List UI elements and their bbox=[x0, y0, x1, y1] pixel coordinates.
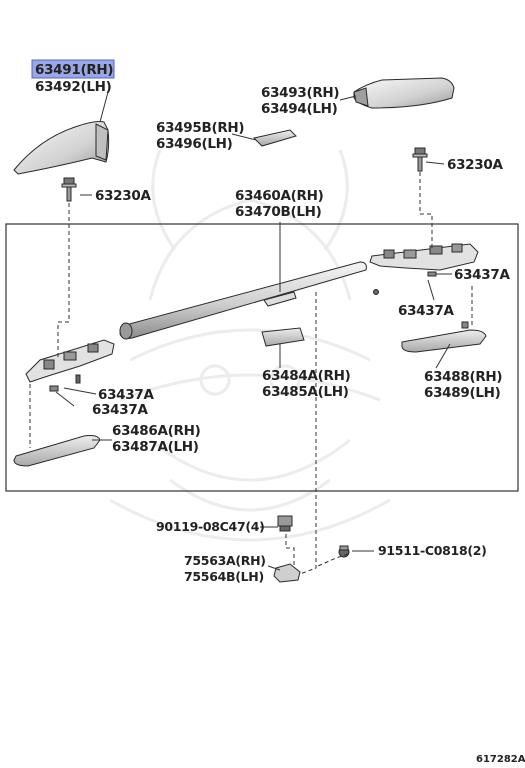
label-rail-rh[interactable]: 63460A(RH) bbox=[235, 188, 324, 204]
label-pad-center-rh[interactable]: 63484A(RH) bbox=[262, 368, 351, 384]
label-clip-right-lower[interactable]: 63437A bbox=[398, 303, 455, 319]
label-nut[interactable]: 90119-08C47(4) bbox=[156, 519, 265, 534]
label-clip-left-upper[interactable]: 63437A bbox=[98, 387, 155, 403]
rear-cover-part bbox=[13, 121, 110, 175]
bolt-right-part bbox=[412, 147, 428, 172]
label-pad-right-rh[interactable]: 63488(RH) bbox=[424, 369, 503, 385]
rear-pad-part bbox=[401, 329, 487, 353]
callout-labels: 63491(RH) 63492(LH) 63493(RH) 63494(LH) … bbox=[35, 62, 511, 584]
front-base-bracket-part bbox=[25, 339, 115, 384]
label-cover-front-rh[interactable]: 63493(RH) bbox=[261, 85, 340, 101]
assembly-frame bbox=[5, 223, 519, 492]
bottom-clip-part bbox=[338, 545, 350, 558]
leader-lines bbox=[55, 91, 452, 571]
end-cap-part bbox=[253, 129, 297, 147]
nut-part bbox=[277, 515, 293, 532]
front-cover-part bbox=[353, 77, 455, 109]
center-pad-part bbox=[261, 327, 305, 347]
label-cap-rh[interactable]: 63495B(RH) bbox=[156, 120, 245, 136]
selected-part-highlight bbox=[31, 59, 115, 79]
label-cover-front-lh[interactable]: 63494(LH) bbox=[261, 101, 338, 117]
diagram-code: 617282A bbox=[476, 754, 525, 765]
label-rail-lh[interactable]: 63470B(LH) bbox=[235, 204, 322, 220]
front-pad-part bbox=[13, 435, 101, 467]
label-bolt-left[interactable]: 63230A bbox=[95, 188, 152, 204]
roof-rail-part bbox=[119, 261, 367, 340]
bolt-left-part bbox=[61, 177, 77, 202]
mount-bracket-part bbox=[273, 563, 301, 583]
label-pad-right-lh[interactable]: 63489(LH) bbox=[424, 385, 501, 401]
label-clip-left-lower[interactable]: 63437A bbox=[92, 402, 149, 418]
watermark bbox=[109, 149, 391, 542]
alignment-lines bbox=[29, 172, 473, 575]
label-bracket-lh[interactable]: 75564B(LH) bbox=[184, 569, 264, 584]
label-cap-lh[interactable]: 63496(LH) bbox=[156, 136, 233, 152]
label-bracket-rh[interactable]: 75563A(RH) bbox=[184, 553, 266, 568]
rear-base-bracket-part bbox=[369, 243, 479, 295]
label-pad-left-lh[interactable]: 63487A(LH) bbox=[112, 439, 199, 455]
clip-left-part bbox=[49, 385, 59, 392]
label-clip-right-upper[interactable]: 63437A bbox=[454, 267, 511, 283]
label-cover-rear-rh[interactable]: 63491(RH) bbox=[35, 62, 114, 78]
label-cover-rear-lh[interactable]: 63492(LH) bbox=[35, 79, 112, 95]
label-bolt-right[interactable]: 63230A bbox=[447, 157, 504, 173]
label-pad-left-rh[interactable]: 63486A(RH) bbox=[112, 423, 201, 439]
label-clip-bottom[interactable]: 91511-C0818(2) bbox=[378, 543, 487, 558]
label-pad-center-lh[interactable]: 63485A(LH) bbox=[262, 384, 349, 400]
